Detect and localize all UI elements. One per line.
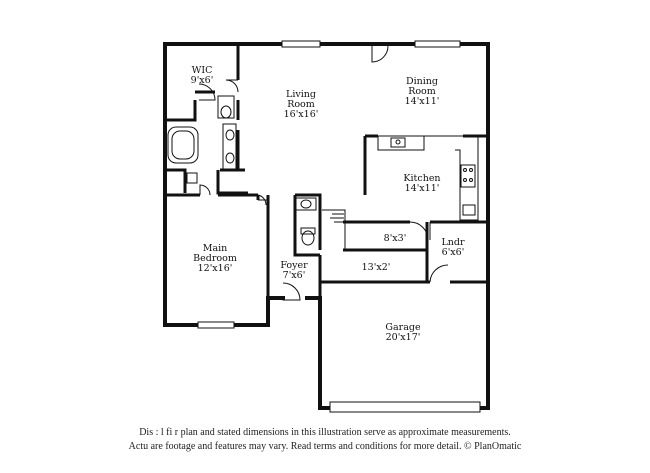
kitchen-dimensions: 14'x11' [405, 183, 440, 194]
laundry-label: Lndr [441, 237, 465, 248]
living-room-label-1: Living [286, 89, 316, 100]
living-room-label-2: Room [287, 99, 315, 110]
wic-dimensions: 9'x6' [191, 75, 214, 86]
room-labels: WIC 9'x6' Living Room 16'x16' Dining Roo… [191, 65, 465, 343]
dining-room-dimensions: 14'x11' [405, 96, 440, 107]
interior-walls [165, 46, 488, 298]
kitchen-counters [377, 135, 479, 221]
bath-fixtures [167, 95, 317, 246]
windows [197, 40, 481, 413]
bedroom-dimensions: 12'x16' [198, 263, 233, 274]
exterior-walls [163, 42, 490, 410]
bedroom-label-1: Main [203, 243, 228, 254]
stairs [322, 209, 346, 250]
garage-dimensions: 20'x17' [386, 332, 421, 343]
bedroom-label-2: Bedroom [193, 253, 237, 264]
dining-room-label-2: Room [408, 86, 436, 97]
foyer-dimensions: 7'x6' [283, 270, 306, 281]
dining-room-label-1: Dining [406, 76, 438, 87]
doors [198, 45, 449, 301]
wic-label: WIC [192, 65, 213, 76]
kitchen-label: Kitchen [403, 173, 440, 184]
laundry-dimensions: 6'x6' [442, 247, 465, 258]
storage-dimensions: 8'x3' [384, 233, 407, 244]
hall-dimensions: 13'x2' [362, 262, 391, 273]
foyer-label: Foyer [280, 260, 308, 271]
living-room-dimensions: 16'x16' [284, 109, 319, 120]
disclaimer-line-1: Dis : l fi r plan and stated dimensions … [139, 427, 511, 438]
disclaimer-line-2: Actu are footage and features may vary. … [128, 441, 522, 452]
garage-label: Garage [385, 322, 421, 333]
